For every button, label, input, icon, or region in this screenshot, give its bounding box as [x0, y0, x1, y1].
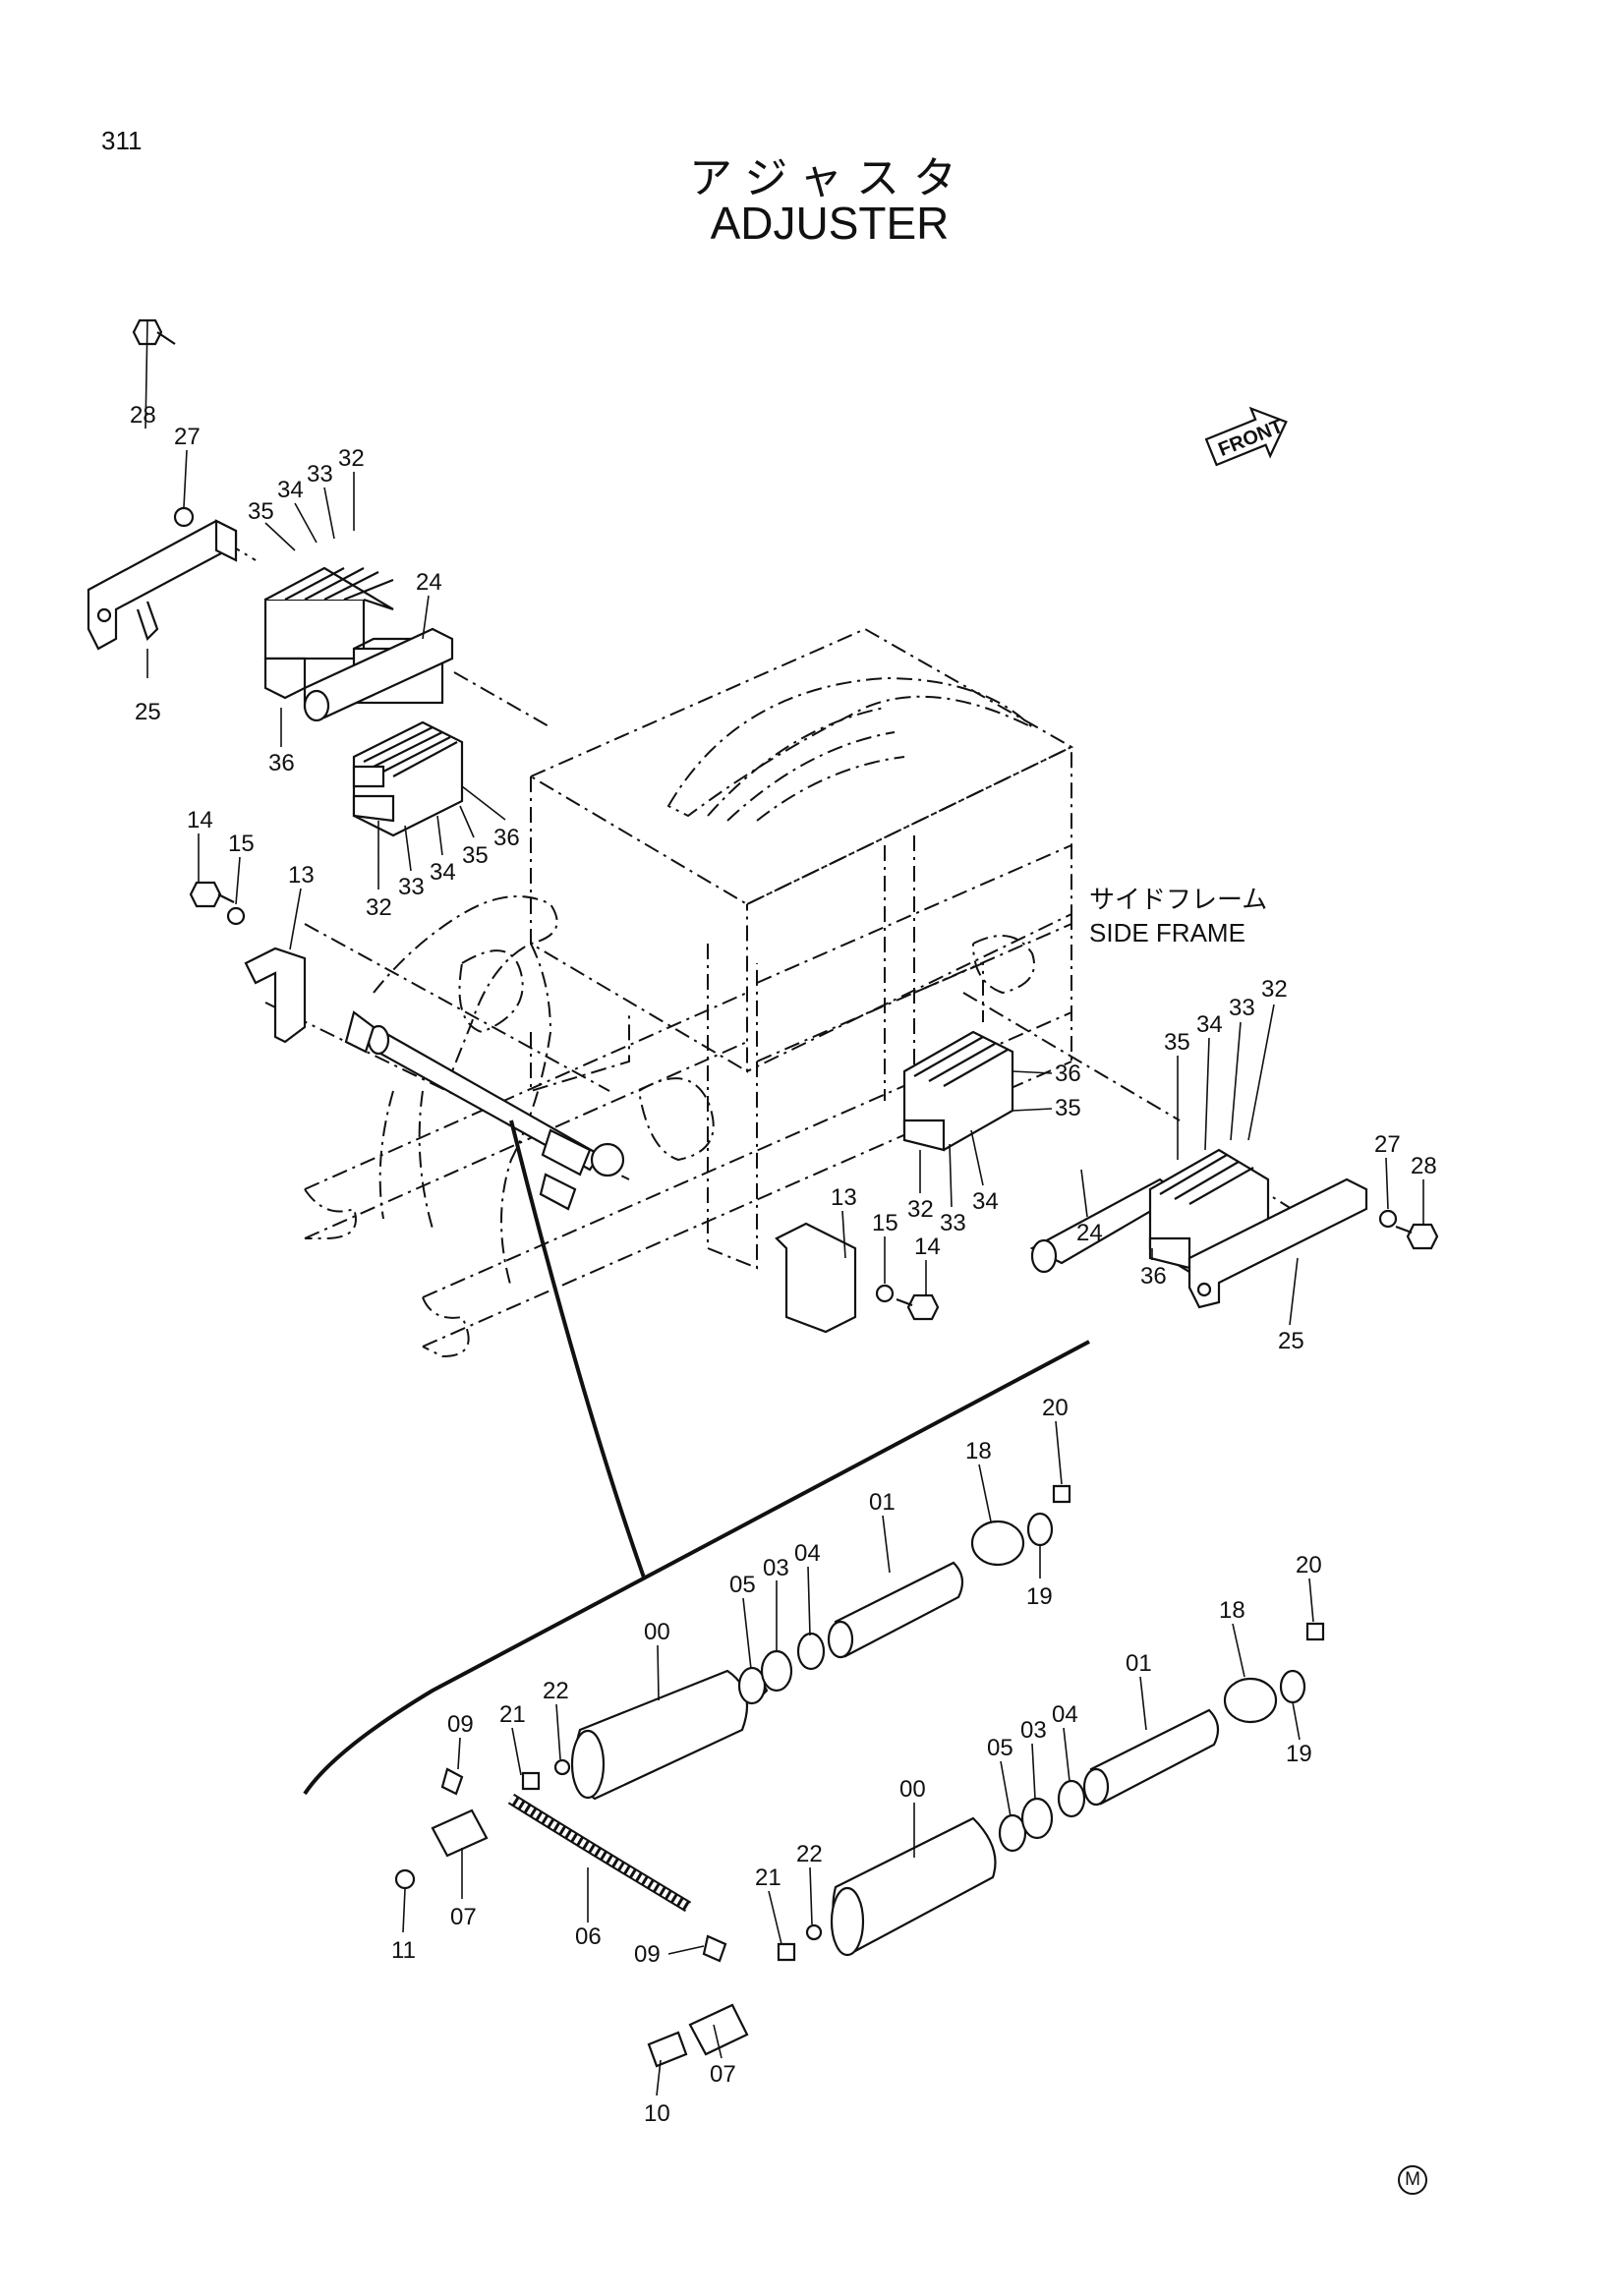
- callout-25: 25: [1278, 1328, 1304, 1354]
- callout-21: 21: [499, 1701, 526, 1728]
- callout-04: 04: [1052, 1701, 1078, 1728]
- callout-36: 36: [1055, 1061, 1081, 1087]
- callout-20: 20: [1042, 1395, 1069, 1421]
- callout-22: 22: [796, 1841, 823, 1867]
- callout-15: 15: [872, 1210, 898, 1236]
- callout-35: 35: [1055, 1095, 1081, 1121]
- callout-19: 19: [1286, 1741, 1312, 1767]
- shim-group-upper-left: [87, 318, 454, 722]
- callout-25: 25: [135, 699, 161, 725]
- callout-33: 33: [940, 1210, 966, 1236]
- hose-assembly: [394, 1758, 823, 2068]
- callout-28: 28: [130, 402, 156, 429]
- callout-35: 35: [1164, 1029, 1190, 1056]
- callout-32: 32: [907, 1196, 934, 1223]
- callout-leaders: [145, 319, 1424, 2096]
- title-english: ADJUSTER: [710, 198, 950, 249]
- callout-24: 24: [416, 569, 442, 596]
- callout-21: 21: [755, 1865, 781, 1891]
- callout-01: 01: [869, 1489, 896, 1516]
- callout-34: 34: [972, 1188, 999, 1215]
- callout-36: 36: [268, 750, 295, 776]
- bracket-right: [775, 1222, 940, 1334]
- detail-pointer-line: [509, 1119, 646, 1578]
- side-frame-label: サイドフレーム SIDE FRAME: [1089, 883, 1267, 949]
- detail-boundary: [303, 1340, 1090, 1796]
- callout-10: 10: [644, 2100, 670, 2127]
- callout-06: 06: [575, 1923, 602, 1950]
- side-frame-label-japanese: サイドフレーム: [1089, 885, 1268, 914]
- side-frame-label-english: SIDE FRAME: [1089, 918, 1245, 947]
- callout-27: 27: [1374, 1131, 1401, 1158]
- callout-32: 32: [338, 445, 365, 472]
- callout-01: 01: [1126, 1650, 1152, 1677]
- callout-19: 19: [1026, 1583, 1053, 1610]
- callout-35: 35: [248, 498, 274, 525]
- callout-20: 20: [1296, 1552, 1322, 1578]
- callout-18: 18: [1219, 1597, 1245, 1624]
- callout-14: 14: [914, 1234, 941, 1260]
- callout-22: 22: [543, 1678, 569, 1704]
- callout-34: 34: [277, 477, 304, 503]
- callout-13: 13: [288, 862, 315, 889]
- callout-33: 33: [1229, 995, 1255, 1021]
- callout-28: 28: [1411, 1153, 1437, 1179]
- callout-34: 34: [430, 859, 456, 886]
- callout-33: 33: [398, 874, 425, 900]
- callout-36: 36: [493, 825, 520, 851]
- callout-labels: 28 27 35 34 33 32 24 25 36 32 33 34 35 3…: [130, 402, 1437, 2127]
- callout-33: 33: [307, 461, 333, 488]
- callout-09: 09: [447, 1711, 474, 1738]
- callout-24: 24: [1076, 1220, 1103, 1246]
- callout-18: 18: [965, 1438, 992, 1464]
- callout-36: 36: [1140, 1263, 1167, 1290]
- shim-group-upper-center: [352, 720, 464, 837]
- callout-14: 14: [187, 807, 213, 833]
- callout-05: 05: [987, 1735, 1013, 1761]
- callout-32: 32: [1261, 976, 1288, 1003]
- callout-07: 07: [450, 1904, 477, 1930]
- exploded-adjuster-upper: [570, 1484, 1071, 1801]
- callout-34: 34: [1196, 1011, 1223, 1038]
- assembly-leaders: [225, 542, 1308, 1220]
- callout-05: 05: [729, 1572, 756, 1598]
- installed-adjuster: [344, 1010, 625, 1211]
- callout-00: 00: [644, 1619, 670, 1645]
- front-arrow-icon: FRONT: [1204, 406, 1288, 467]
- title-japanese: アジャスタ: [688, 154, 971, 202]
- callout-04: 04: [794, 1540, 821, 1567]
- callout-00: 00: [899, 1776, 926, 1803]
- callout-03: 03: [1020, 1717, 1047, 1744]
- callout-07: 07: [710, 2061, 736, 2088]
- callout-35: 35: [462, 842, 489, 869]
- callout-32: 32: [366, 894, 392, 921]
- corner-mark-icon: M: [1398, 2165, 1427, 2195]
- bracket-left: [189, 881, 307, 1044]
- callout-09: 09: [634, 1941, 661, 1968]
- page-number: 311: [101, 126, 143, 155]
- callout-03: 03: [763, 1555, 789, 1581]
- shim-group-right: [902, 1030, 1439, 1309]
- callout-13: 13: [831, 1184, 857, 1211]
- callout-11: 11: [391, 1937, 416, 1964]
- callout-27: 27: [174, 424, 201, 450]
- callout-15: 15: [228, 831, 255, 857]
